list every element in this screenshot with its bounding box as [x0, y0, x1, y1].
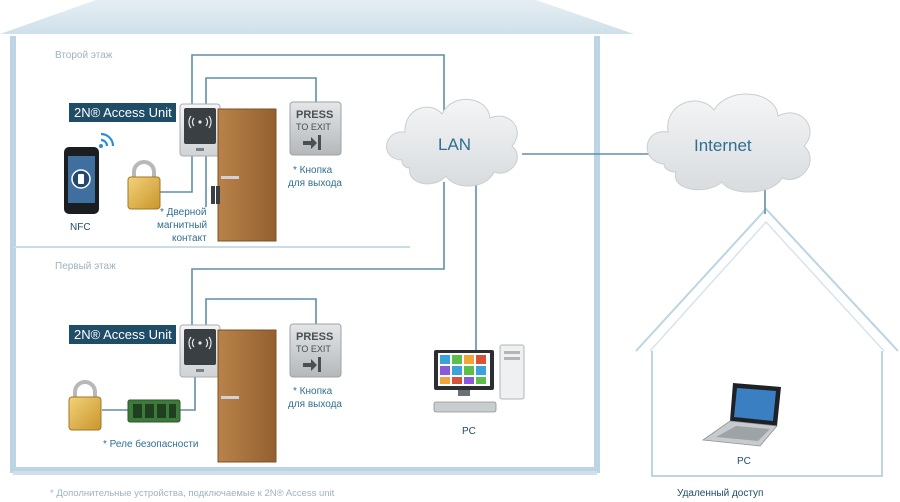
- rfid-reader-bottom: [179, 324, 221, 378]
- exit-button-bottom-label-1: * Кнопка: [293, 386, 333, 397]
- access-unit-bottom-label: 2N® Access Unit: [74, 327, 172, 342]
- rfid-icon-bottom: [184, 329, 216, 365]
- desktop-pc-icon: [433, 344, 525, 413]
- wire-bottom-lan: [191, 182, 445, 326]
- smartphone-icon: [64, 147, 99, 214]
- access-unit-bottom-label-bg: [69, 325, 176, 344]
- access-unit-top-label-bg: [69, 103, 176, 122]
- wire-top-exit-btn: [205, 77, 317, 105]
- exit-button-top-line1: PRESS: [296, 109, 333, 121]
- door-top: [211, 108, 277, 242]
- door-contact-label-1: * Дверной: [160, 207, 206, 218]
- padlock-icon-bottom: [68, 380, 102, 431]
- wires: [102, 54, 766, 411]
- lan-cloud: LAN: [386, 99, 518, 187]
- main-house-roof: [0, 0, 634, 34]
- exit-button-bottom[interactable]: PRESS TO EXIT: [289, 323, 342, 378]
- remote-house-walls: [651, 351, 883, 477]
- wire-bottom-relay: [180, 372, 196, 411]
- lan-cloud-label: LAN: [438, 135, 471, 154]
- exit-arrow-icon-bottom: [303, 357, 321, 372]
- rfid-icon: [184, 108, 216, 144]
- internet-cloud-shape: [646, 93, 811, 193]
- door-bottom: [217, 329, 277, 463]
- remote-house-roof-outer: [635, 207, 899, 352]
- exit-button-top-line2: TO EXIT: [296, 122, 331, 132]
- remote-house-roof-inner: [649, 220, 885, 352]
- floor-label-second: Второй этаж: [55, 50, 113, 61]
- laptop-icon: [701, 383, 781, 447]
- footnote: * Дополнительные устройства, подключаемы…: [50, 488, 335, 499]
- relay-board-icon: [127, 399, 181, 423]
- exit-button-top[interactable]: PRESS TO EXIT: [289, 101, 342, 156]
- exit-button-bottom-label-2: для выхода: [288, 399, 342, 410]
- phone-label: NFC: [70, 222, 91, 233]
- access-unit-bottom: 2N® Access Unit: [69, 325, 176, 344]
- pc-local-label: PC: [462, 426, 476, 437]
- wire-top-lan: [191, 54, 445, 112]
- access-unit-top-label: 2N® Access Unit: [74, 105, 172, 120]
- access-unit-top: 2N® Access Unit: [69, 103, 176, 122]
- exit-button-top-label-2: для выхода: [288, 178, 342, 189]
- door-contact-label-2: магнитный: [157, 220, 207, 231]
- exit-button-bottom-line2: TO EXIT: [296, 344, 331, 354]
- remote-house: [635, 207, 899, 477]
- exit-arrow-icon: [303, 135, 321, 150]
- main-house-walls: [10, 36, 600, 473]
- door-contact-label-3: контакт: [172, 233, 207, 244]
- exit-button-top-label-1: * Кнопка: [293, 165, 333, 176]
- door-handle-bottom: [221, 396, 239, 399]
- exit-button-bottom-line1: PRESS: [296, 331, 333, 343]
- wire-bottom-exit-btn: [205, 298, 317, 326]
- padlock-icon: [127, 160, 161, 210]
- relay-label: * Реле безопасности: [103, 438, 199, 450]
- pc-remote-label: PC: [737, 456, 751, 467]
- wire-top-lock: [160, 155, 193, 193]
- main-house: [0, 0, 634, 475]
- internet-cloud: Internet: [646, 93, 811, 193]
- floor-label-first: Первый этаж: [55, 261, 116, 272]
- door-magnetic-contact: [211, 186, 215, 204]
- nfc-wave-icon: [99, 132, 115, 148]
- remote-access-label: Удаленный доступ: [677, 488, 763, 499]
- door-handle-top: [221, 176, 239, 179]
- rfid-reader-top: [179, 103, 221, 157]
- internet-cloud-label: Internet: [694, 136, 752, 155]
- lan-cloud-shape: [386, 99, 518, 187]
